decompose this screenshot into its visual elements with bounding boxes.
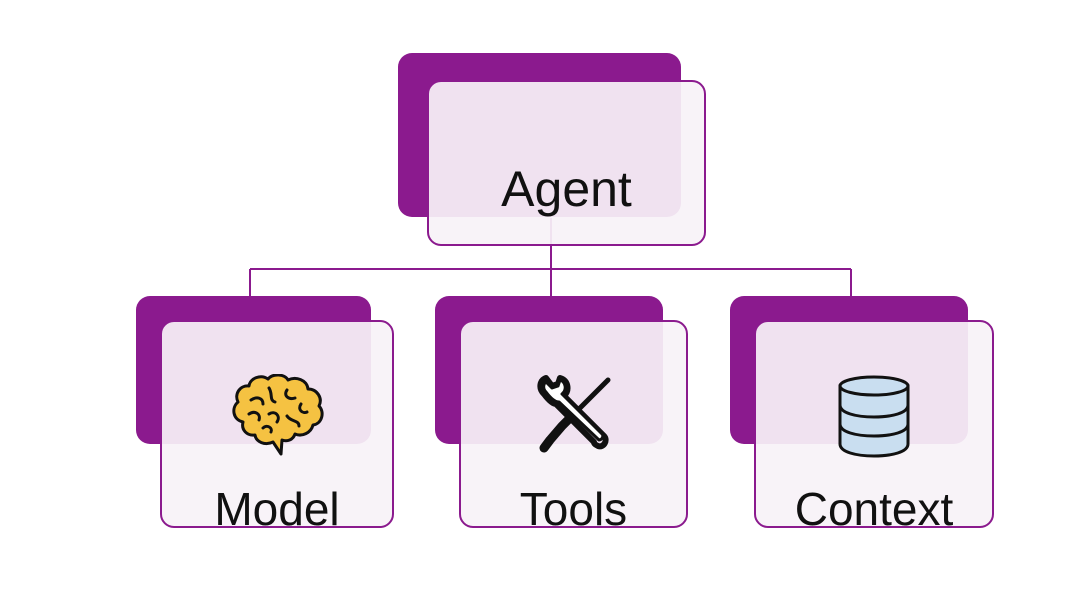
- agent-label: Agent: [501, 161, 632, 217]
- brain-icon: [229, 373, 325, 463]
- tools-label: Tools: [519, 483, 628, 535]
- agent-node-card: Agent: [427, 80, 706, 246]
- tools-node-card: Tools: [459, 320, 688, 535]
- context-label: Context: [794, 483, 954, 535]
- context-node: Context: [730, 296, 994, 535]
- model-node-card: Model: [160, 320, 394, 535]
- agent-node: Agent: [398, 53, 708, 246]
- database-icon: [836, 374, 912, 463]
- context-node-card: Context: [754, 320, 994, 535]
- wrench-screwdriver-icon: [532, 374, 616, 463]
- tools-node: Tools: [435, 296, 688, 535]
- model-label: Model: [214, 483, 340, 535]
- model-node: Model: [136, 296, 394, 535]
